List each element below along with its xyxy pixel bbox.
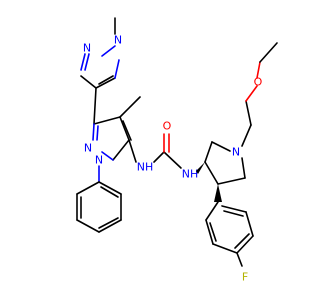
methyl-pyrazole-ring: [80, 17, 120, 89]
urea-linkage: [128, 133, 182, 169]
ring-link-bond: [93, 87, 97, 125]
fluorine-label: F: [242, 271, 248, 284]
carbonyl-oxygen-label: O: [163, 120, 172, 133]
pyrazole-main-n1-label: N: [95, 154, 103, 167]
pyrazole-top-n1-label: N: [114, 34, 122, 47]
pyrazole-top-n2-label: N: [83, 42, 91, 55]
pyrrolidine-n-label: N: [232, 146, 240, 159]
molecule-structure-diagram: N N N N NH O NH: [76, 17, 278, 284]
nh-left-label: NH: [137, 161, 154, 174]
main-pyrazole-ring: [92, 96, 141, 161]
ether-oxygen-label: O: [254, 76, 263, 89]
phenyl-ring: [76, 165, 122, 233]
pyrazole-main-n2-label: N: [84, 142, 92, 155]
methoxyethyl-chain: [241, 42, 278, 147]
fluorophenyl-ring: [205, 201, 254, 267]
pyrrolidine-ring: [196, 141, 246, 202]
nh-right-label: NH: [182, 168, 199, 181]
